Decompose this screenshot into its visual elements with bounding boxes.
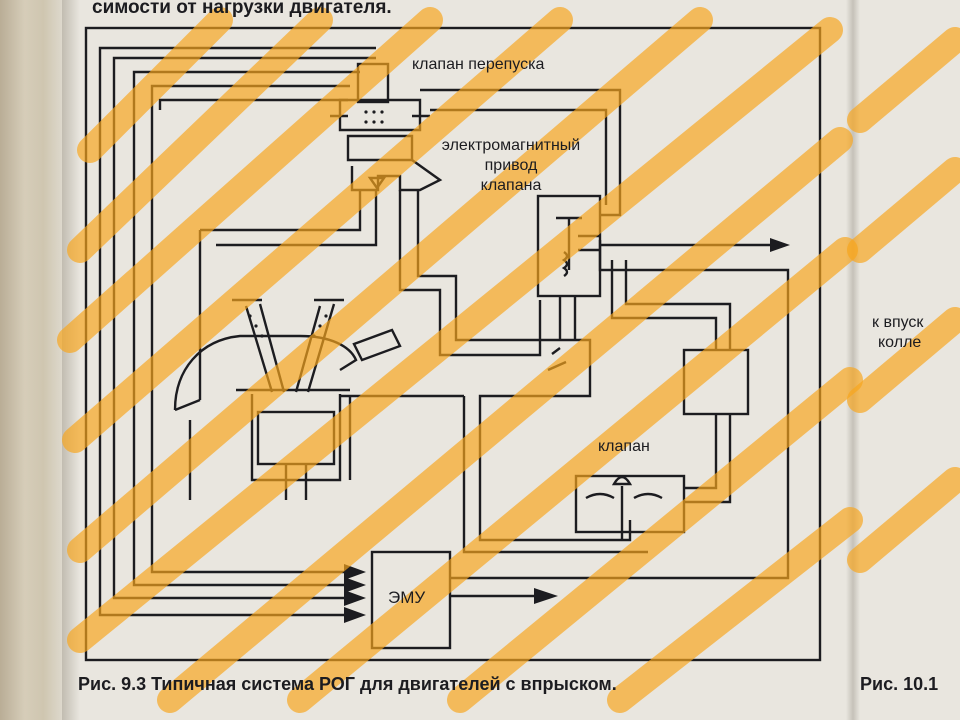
duct-top-left bbox=[158, 98, 348, 110]
label-actuator-line3: клапана bbox=[480, 177, 542, 194]
figure-caption: Рис. 9.3 Типичная система РОГ для двигат… bbox=[78, 674, 617, 694]
highlighter-stripes bbox=[57, 7, 960, 713]
line-loop-2 bbox=[112, 56, 376, 600]
adjacent-label-line1: к впуск bbox=[872, 314, 924, 331]
arrow-into-ecu-1 bbox=[344, 564, 366, 580]
valve-diaphragm bbox=[585, 492, 663, 500]
arrow-into-ecu-4 bbox=[344, 607, 366, 623]
adjacent-page-label: к впуск колле bbox=[872, 313, 923, 353]
label-ecu: ЭМУ bbox=[388, 588, 426, 607]
label-valve: клапан bbox=[598, 438, 650, 455]
header-text: симости от нагрузки двигателя. bbox=[92, 0, 392, 18]
label-actuator-line2: привод bbox=[484, 157, 538, 174]
label-actuator: электромагнитный привод клапана bbox=[420, 136, 602, 196]
adjacent-figure-caption: Рис. 10.1 bbox=[860, 674, 939, 694]
arrow-to-intake bbox=[770, 238, 790, 252]
label-actuator-line1: электромагнитный bbox=[441, 137, 581, 154]
adjacent-label-line2: колле bbox=[878, 334, 922, 351]
diagram-frame bbox=[84, 26, 822, 662]
arrow-into-ecu-3 bbox=[344, 590, 366, 606]
label-bypass-valve: клапан перепуска bbox=[412, 56, 545, 73]
fuel-injector bbox=[352, 328, 402, 362]
right-loop-2 bbox=[624, 260, 732, 350]
cylinder-head bbox=[173, 334, 358, 411]
right-loop-1 bbox=[610, 260, 718, 350]
intake-port-line bbox=[174, 398, 201, 412]
ecu-box bbox=[370, 550, 452, 650]
intake-duct-inner bbox=[216, 190, 378, 247]
valve-cap bbox=[611, 475, 633, 486]
book-spine bbox=[0, 0, 62, 720]
flow-arrows bbox=[344, 238, 790, 623]
page-gutter bbox=[846, 0, 860, 720]
line-loop-1 bbox=[98, 46, 376, 617]
actuator-lower-duct bbox=[558, 296, 577, 340]
arrow-into-ecu-2 bbox=[344, 577, 366, 593]
arrow-ecu-output bbox=[534, 588, 558, 604]
